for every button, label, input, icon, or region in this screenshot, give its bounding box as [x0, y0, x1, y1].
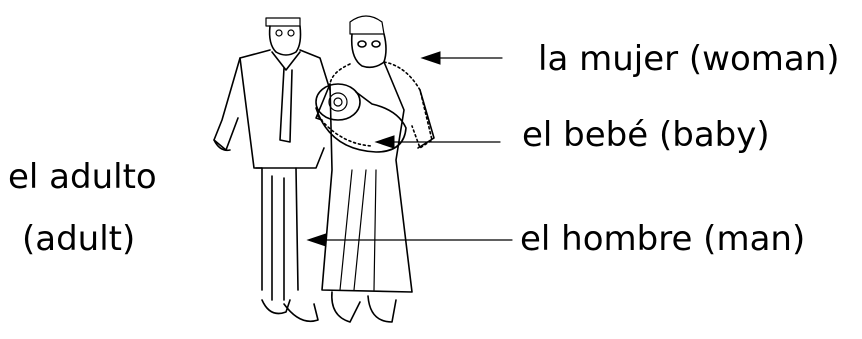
baby-figure — [315, 83, 407, 153]
arrow-man — [306, 233, 513, 247]
woman-figure — [315, 15, 435, 323]
label-adult: el adulto — [8, 157, 157, 197]
arrow-baby — [374, 135, 501, 149]
label-baby: el bebé (baby) — [522, 115, 770, 155]
label-woman: la mujer (woman) — [538, 39, 840, 79]
arrow-woman — [420, 51, 503, 65]
man-figure — [213, 17, 331, 323]
label-man: el hombre (man) — [520, 219, 806, 259]
label-adult-english: (adult) — [22, 219, 136, 259]
